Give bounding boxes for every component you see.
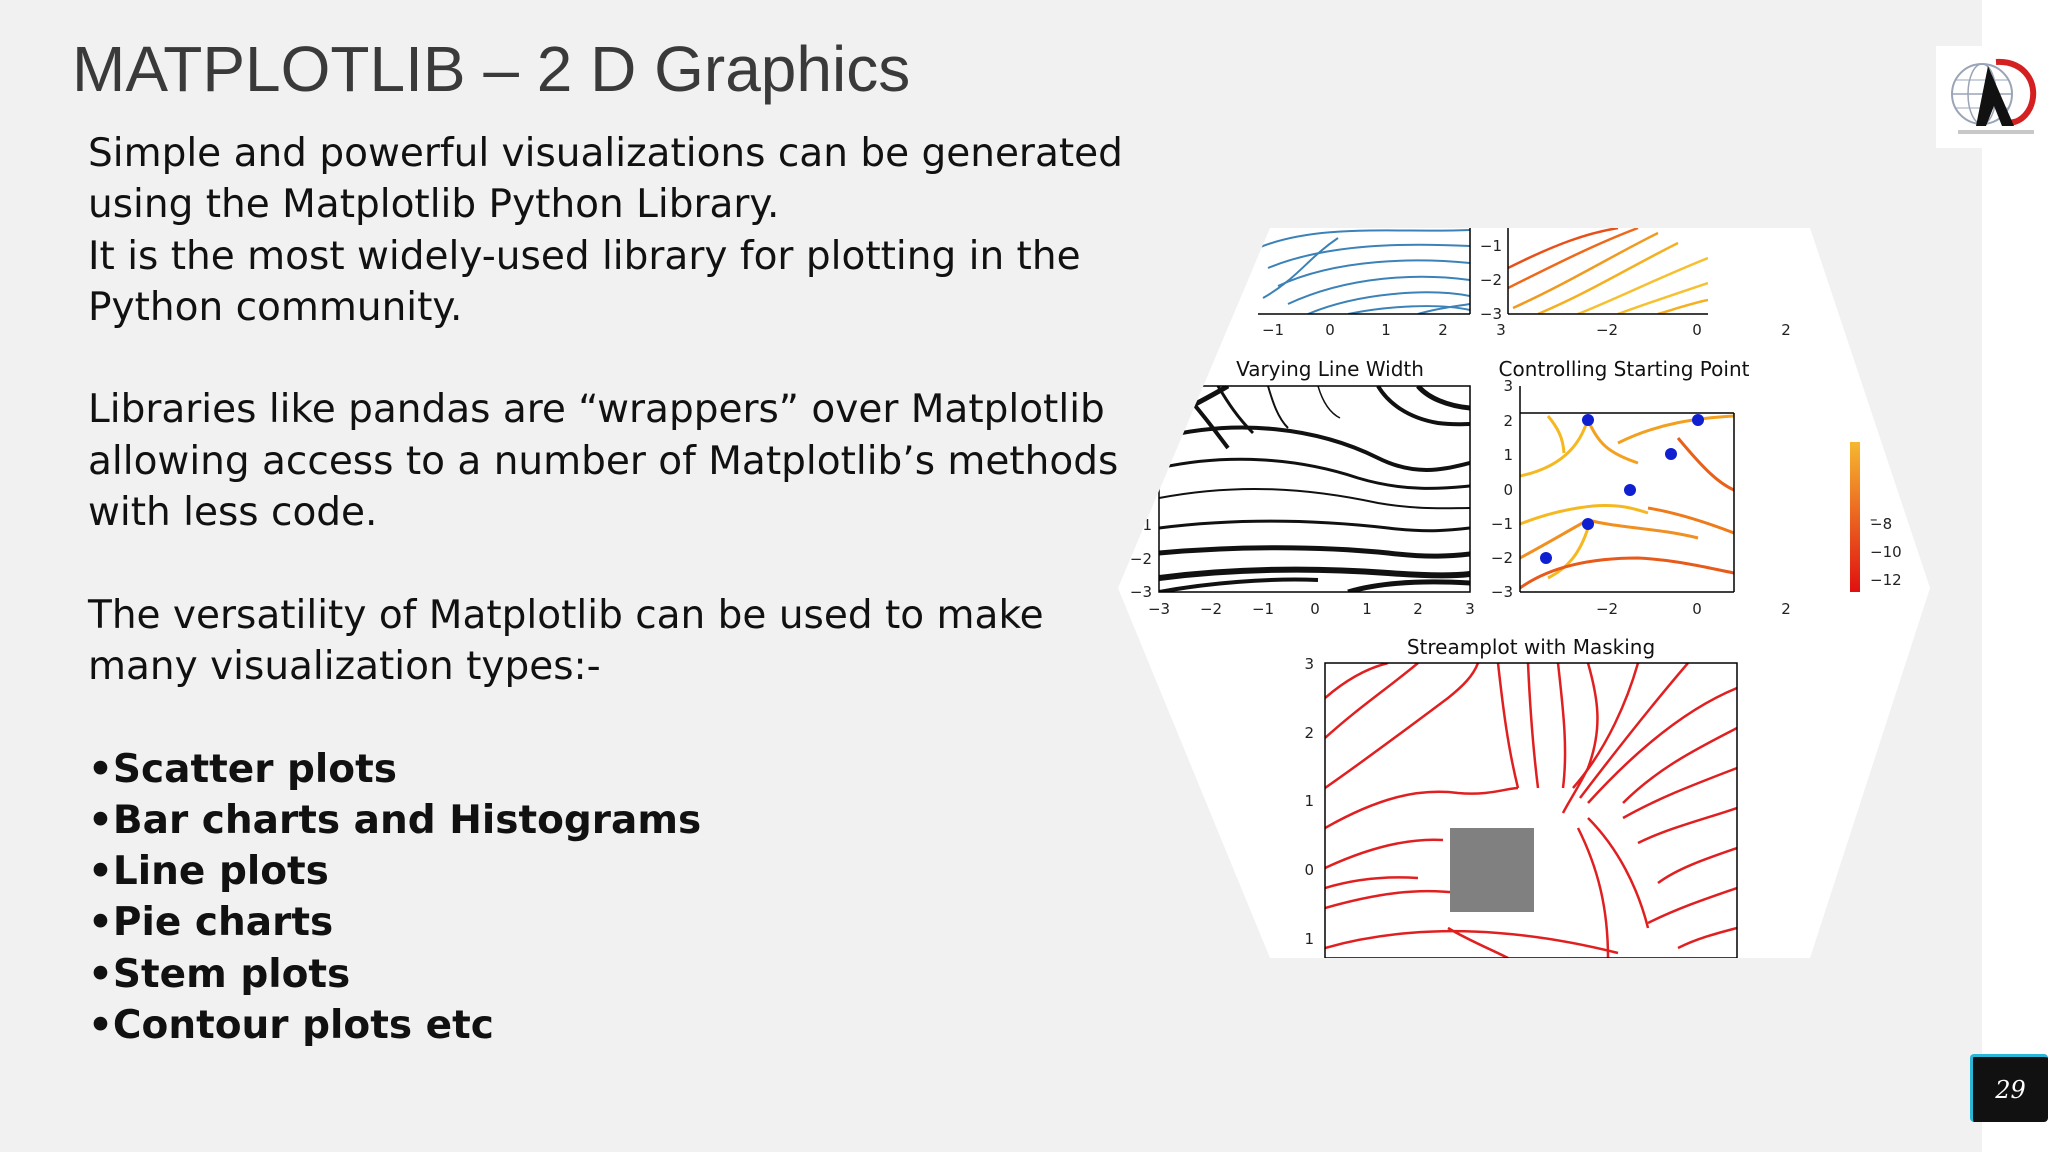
- start-point: [1582, 414, 1594, 426]
- tick-label: 2: [1438, 321, 1448, 339]
- start-point: [1624, 484, 1636, 496]
- streamplot-collage-svg: −1 0 1 2 3 −1 −2 −3 −2 0 2: [1118, 228, 1930, 958]
- start-point: [1665, 448, 1677, 460]
- tick-label: 0: [1325, 321, 1335, 339]
- colorbar-tick: −10: [1870, 543, 1902, 561]
- tick-label: 3: [1496, 321, 1506, 339]
- tick-label: 3: [1503, 377, 1513, 395]
- tick-label: −3: [1148, 600, 1170, 618]
- spacer: [88, 538, 1128, 589]
- tick-label: 0: [1310, 600, 1320, 618]
- tick-label: 2: [1413, 600, 1423, 618]
- list-item: •Stem plots: [88, 951, 351, 997]
- tick-label: 1: [1362, 600, 1372, 618]
- tick-label: −1: [1252, 600, 1274, 618]
- tick-label: 2: [1503, 412, 1513, 430]
- start-point: [1692, 414, 1704, 426]
- slide-body: Simple and powerful visualizations can b…: [88, 128, 1128, 1051]
- tick-label: 1: [1381, 321, 1391, 339]
- mask-region: [1450, 828, 1534, 912]
- tick-label: 3: [1304, 655, 1314, 673]
- start-point: [1582, 518, 1594, 530]
- paragraph-1: Simple and powerful visualizations can b…: [88, 131, 1123, 228]
- tick-label: 0: [1692, 600, 1702, 618]
- tick-label: −2: [1596, 600, 1618, 618]
- tick-label: 1: [1142, 516, 1152, 534]
- plot-title-controlling: Controlling Starting Point: [1499, 357, 1750, 381]
- paragraph-4: The versatility of Matplotlib can be use…: [88, 592, 1044, 689]
- tick-label: −1: [1491, 515, 1513, 533]
- blue-streamlines: [1258, 229, 1470, 314]
- spacer: [88, 692, 1128, 743]
- start-point-markers: [1540, 414, 1704, 564]
- tick-label: 3: [1465, 600, 1475, 618]
- tick-label: −2: [1596, 321, 1618, 339]
- tick-label: 2: [1304, 724, 1314, 742]
- page-number-badge: 29: [1970, 1054, 2048, 1122]
- tick-label: −2: [1130, 550, 1152, 568]
- slide-title: MATPLOTLIB – 2 D Graphics: [72, 33, 911, 105]
- tick-label: 0: [1503, 481, 1513, 499]
- tick-label: 2: [1781, 321, 1791, 339]
- list-item: •Line plots: [88, 849, 329, 895]
- tick-label: −2: [1491, 549, 1513, 567]
- streamplot-collage-image: −1 0 1 2 3 −1 −2 −3 −2 0 2: [1118, 228, 1930, 958]
- plot-frame: [1324, 662, 1738, 958]
- colorbar: [1850, 442, 1860, 592]
- tick-label: 1: [1304, 930, 1314, 948]
- warm-streamlines: [1508, 228, 1708, 314]
- tick-label: 1: [1503, 446, 1513, 464]
- tick-label: −2: [1200, 600, 1222, 618]
- paragraph-3: Libraries like pandas are “wrappers” ove…: [88, 387, 1119, 536]
- plot-title-varying: Varying Line Width: [1236, 357, 1424, 381]
- colorbar-tick: –: [1870, 510, 1878, 528]
- visualization-types-list: •Scatter plots •Bar charts and Histogram…: [88, 744, 1128, 1052]
- window-edge: [1982, 0, 2048, 1152]
- list-item: •Contour plots etc: [88, 1003, 494, 1049]
- tick-label: −3: [1130, 583, 1152, 601]
- paragraph-2: It is the most widely-used library for p…: [88, 233, 1081, 330]
- tick-label: 0: [1692, 321, 1702, 339]
- tick-label: −3: [1480, 305, 1502, 323]
- tick-label: −1: [1480, 237, 1502, 255]
- tick-label: 1: [1304, 792, 1314, 810]
- list-item: •Bar charts and Histograms: [88, 797, 702, 843]
- logo-icon: [1936, 46, 2048, 148]
- list-item: •Pie charts: [88, 900, 334, 946]
- tick-label: −3: [1491, 583, 1513, 601]
- tick-label: −1: [1262, 321, 1284, 339]
- company-logo: [1936, 46, 2048, 148]
- black-streamlines: [1159, 386, 1470, 592]
- plot-title-masking: Streamplot with Masking: [1407, 635, 1655, 659]
- tick-label: −2: [1480, 271, 1502, 289]
- start-point: [1540, 552, 1552, 564]
- list-item: •Scatter plots: [88, 746, 397, 792]
- tick-label: 0: [1304, 861, 1314, 879]
- colorbar-tick: −12: [1870, 571, 1902, 589]
- colorbar-tick: −8: [1870, 515, 1892, 533]
- tick-label: 2: [1781, 600, 1791, 618]
- spacer: [88, 333, 1128, 384]
- red-streamlines: [1325, 663, 1737, 958]
